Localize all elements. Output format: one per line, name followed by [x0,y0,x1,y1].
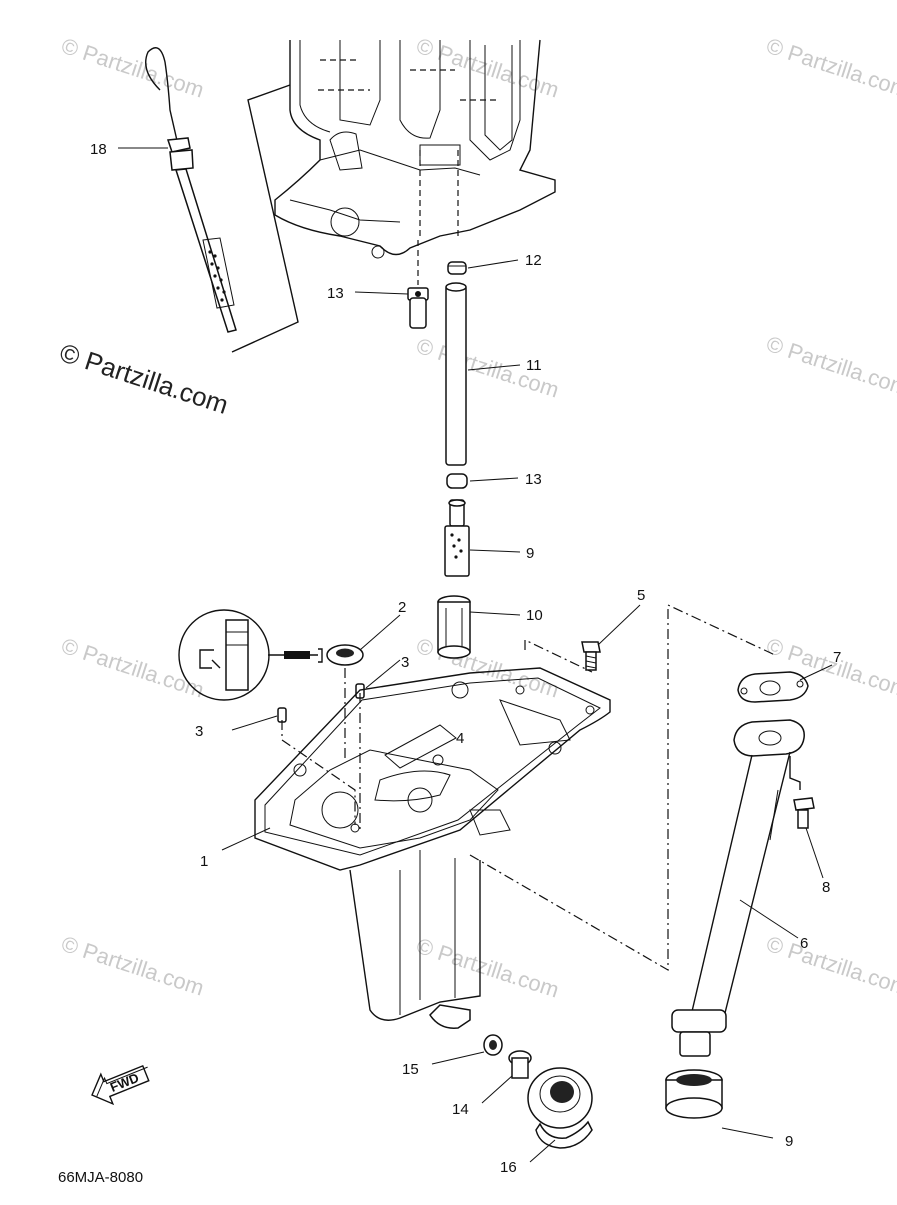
bolt [581,641,601,671]
exhaust-bolt [789,756,815,829]
rubber-grommet [527,1067,593,1149]
dowel-pin [277,683,365,723]
detail-inset [178,609,323,701]
watermark: © Partzilla.com [763,331,897,401]
oil-pipe-seal-bottom [446,473,468,489]
dipstick-bracket [231,84,299,353]
union-bolt [407,240,429,329]
watermark: © Partzilla.com [56,337,232,420]
drain-gasket [483,1034,503,1056]
part-code: 66MJA-8080 [58,1169,143,1186]
callout-6: 6 [800,935,808,952]
oil-strainer [444,499,470,577]
oil-seal [326,644,364,666]
upper-casing [254,667,611,1029]
watermark: © Partzilla.com [58,33,207,103]
oil-pipe [445,282,467,466]
watermark: © Partzilla.com [58,931,207,1001]
callout-18: 18 [90,141,107,158]
oil-pipe-seal-top [447,261,467,275]
callout-16: 15 [402,1061,419,1078]
callout-5: 5 [637,587,645,604]
callout-17: 16 [500,1159,517,1176]
drain-bolt [508,1050,532,1079]
exhaust-seal [665,1069,723,1119]
exhaust-pipe [671,719,805,1057]
leader-lines [118,147,833,1163]
callout-8: 8 [822,879,830,896]
callout-4: 4 [456,730,464,747]
callout-7: 7 [833,649,841,666]
dipstick [145,47,237,333]
engine-block-outline [274,39,556,259]
exhaust-gasket [737,671,809,703]
callout-13-top: 12 [525,252,542,269]
strainer-housing [437,595,471,659]
watermark: © Partzilla.com [763,931,897,1001]
forward-direction-badge: FWD [91,1064,150,1106]
callout-13-bottom: 13 [525,471,542,488]
watermark: © Partzilla.com [763,33,897,103]
callout-14: 13 [327,285,344,302]
callouts: 18 12 13 11 13 9 10 2 3 3 4 5 7 8 6 9 1 … [90,141,841,1176]
callout-11: 10 [526,607,543,624]
callout-12: 11 [526,357,542,374]
callout-2: 2 [398,599,406,616]
callout-3-left: 3 [195,723,203,740]
callout-15: 14 [452,1101,469,1118]
watermark: © Partzilla.com [58,633,207,703]
callout-1: 1 [200,853,208,870]
reference-lines [281,604,776,972]
callout-9: 9 [785,1133,793,1150]
callout-3-top: 3 [401,654,409,671]
callout-10: 9 [526,545,534,562]
watermark: © Partzilla.com [413,933,562,1003]
